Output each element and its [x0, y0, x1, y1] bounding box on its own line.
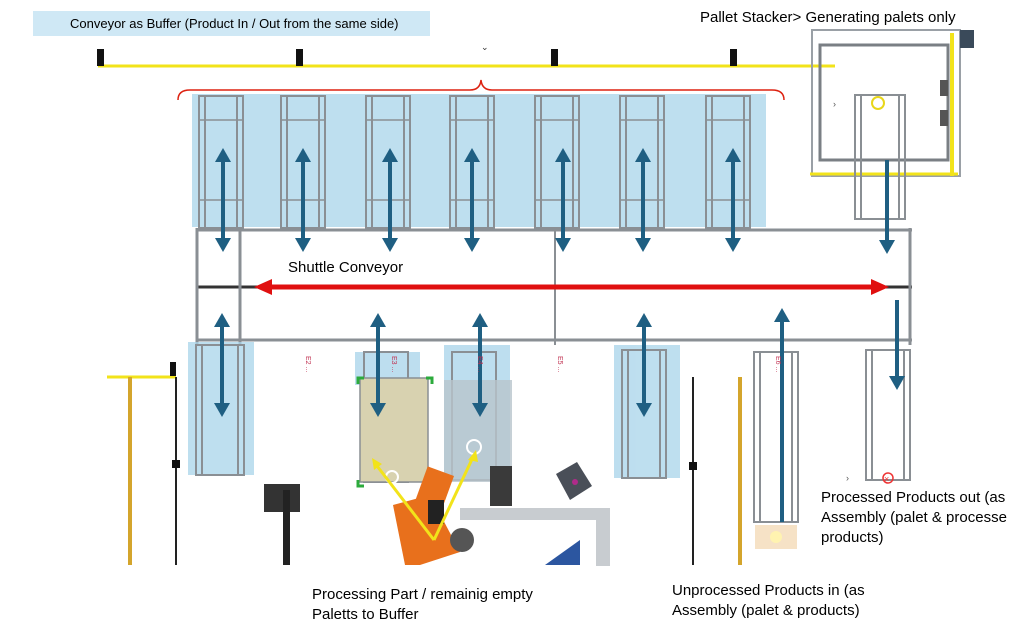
svg-text:E2 ...: E2 ...: [304, 356, 311, 372]
rack-markers: E2 ... E3 ... E4 ... E5 ... E6 ...: [304, 356, 781, 372]
pallet-stacker: [810, 29, 974, 220]
lower-conveyors: [195, 344, 911, 523]
lower-transfer-arrows: [214, 300, 905, 522]
processing-pallet: [356, 376, 512, 488]
processed-out-line1: Processed Products out (as: [821, 489, 1006, 506]
svg-text:E4 ...: E4 ...: [476, 356, 483, 372]
svg-text:E5 ...: E5 ...: [556, 356, 563, 372]
shuttle-arrow: [254, 279, 889, 295]
unprocessed-in-line2: Assembly (palet & products): [672, 602, 860, 619]
buffer-brace: [177, 79, 785, 101]
svg-text:E6 ...: E6 ...: [774, 356, 781, 372]
svg-text:×: ×: [884, 474, 889, 484]
left-posts: × › ›: [107, 99, 894, 565]
svg-text:›: ›: [833, 99, 836, 109]
processing-line2: Paletts to Buffer: [312, 606, 419, 623]
shuttle-label: Shuttle Conveyor: [288, 259, 404, 276]
robot-arm: [393, 462, 610, 566]
unprocessed-in-line1: Unprocessed Products in (as: [672, 582, 865, 599]
buffer-title: Conveyor as Buffer (Product In / Out fro…: [70, 16, 399, 31]
processing-line1: Processing Part / remainig empty: [312, 586, 533, 603]
lower-zones: [188, 342, 680, 480]
processed-out-line2: Assembly (palet & processe: [821, 509, 1007, 526]
vision-lines: [372, 450, 478, 541]
svg-text:⌄: ⌄: [481, 42, 489, 52]
stacker-title: Pallet Stacker> Generating palets only: [700, 9, 956, 26]
svg-text:›: ›: [846, 473, 849, 483]
buffer-title-box: Conveyor as Buffer (Product In / Out fro…: [33, 11, 430, 36]
top-yellow-rail: ⌄: [97, 42, 835, 68]
transfer-arrows: [215, 148, 895, 254]
svg-text:E3 ...: E3 ...: [390, 356, 397, 372]
processed-out-line3: products): [821, 529, 884, 546]
